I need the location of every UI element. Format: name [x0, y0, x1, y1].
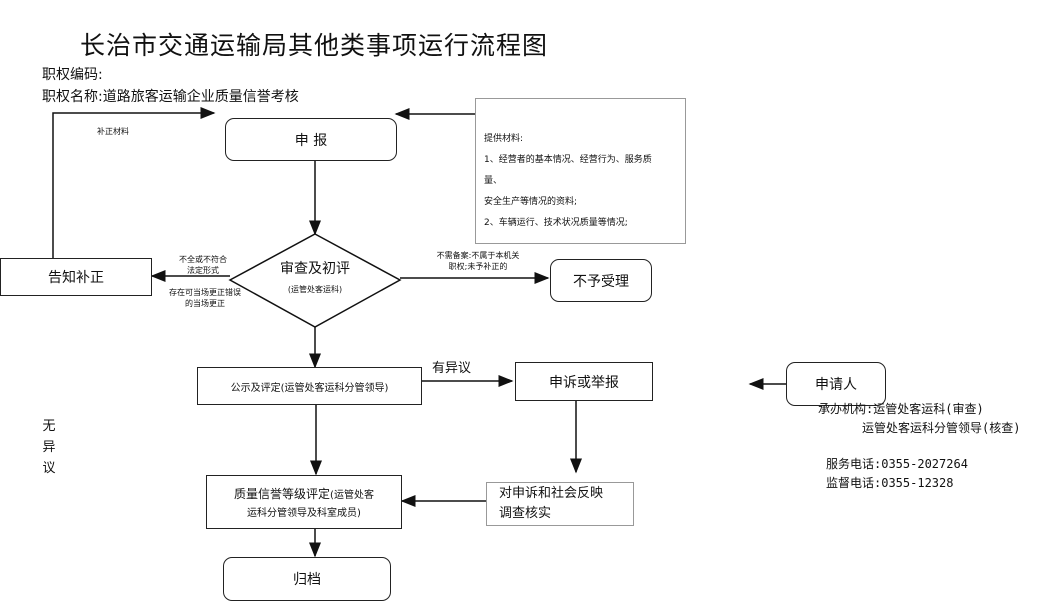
investigate-node: 对申诉和社会反映 调查核实 [486, 482, 634, 526]
archive-node: 归档 [223, 557, 391, 601]
onsite-label-2: 的当场更正 [185, 299, 225, 308]
incomplete-label-2: 法定形式 [187, 266, 219, 275]
incomplete-label: 不全或不符合 法定形式 [158, 254, 248, 276]
grade-sub-1: (运管处客 [330, 490, 374, 501]
agency-label: 承办机构: [818, 402, 874, 416]
no-objection-char: 无 [42, 419, 56, 434]
materials-heading: 提供材料: [484, 134, 524, 144]
complaint-node: 申诉或举报 [515, 362, 653, 401]
investigate-line-2: 调查核实 [499, 506, 552, 521]
applicant-node: 申请人 [786, 362, 886, 406]
reject-node: 不予受理 [550, 259, 652, 302]
materials-line: 1、经营者的基本情况、经营行为、服务质 [484, 155, 652, 165]
authority-name: 职权名称:道路旅客运输企业质量信誉考核 [42, 89, 299, 105]
no-objection-label: 无 异 议 [42, 416, 56, 479]
publicity-node: 公示及评定(运管处客运科分管领导) [197, 367, 422, 405]
agency-line-1: 运管处客运科(审查) [873, 402, 984, 416]
agency-line-2: 运管处客运科分管领导(核查) [862, 421, 1021, 435]
review-sublabel: (运管处客运科) [287, 285, 343, 294]
page-title: 长治市交通运输局其他类事项运行流程图 [80, 31, 549, 60]
materials-line: 量、 [484, 176, 503, 186]
no-record-label-1: 不需备案:不属于本机关 [436, 251, 520, 260]
no-record-label-2: 职权;未予补正的 [448, 262, 508, 271]
no-objection-char: 议 [42, 461, 56, 476]
grade-node: 质量信誉等级评定(运管处客 运科分管领导及科室成员) [206, 475, 402, 529]
materials-line: 安全生产等情况的资料; [484, 197, 578, 207]
grade-sub-2: 运科分管领导及科室成员) [247, 508, 361, 519]
notify-node: 告知补正 [0, 258, 152, 296]
no-objection-char: 异 [42, 440, 56, 455]
grade-label: 质量信誉等级评定 [234, 487, 331, 501]
supervise-phone: 监督电话:0355-12328 [826, 476, 954, 490]
materials-line: 2、车辆运行、技术状况质量等情况; [484, 218, 628, 228]
onsite-label-1: 存在可当场更正错误 [169, 288, 241, 297]
agency-info: 承办机构:运管处客运科(审查) [818, 400, 984, 417]
investigate-line-1: 对申诉和社会反映 [499, 486, 604, 501]
no-record-label: 不需备案:不属于本机关 职权;未予补正的 [418, 250, 538, 272]
review-label: 审查及初评 [280, 261, 350, 277]
has-objection-label: 有异议 [432, 361, 472, 376]
review-node: 审查及初评 (运管处客运科) [260, 258, 370, 295]
materials-box: 提供材料: 1、经营者的基本情况、经营行为、服务质 量、 安全生产等情况的资料;… [475, 98, 686, 244]
service-phone: 服务电话:0355-2027264 [826, 457, 968, 471]
incomplete-label-1: 不全或不符合 [179, 255, 227, 264]
authority-code: 职权编码: [42, 67, 103, 83]
supplement-materials-label: 补正材料 [97, 127, 129, 136]
declare-node: 申 报 [225, 118, 397, 161]
onsite-correction-label: 存在可当场更正错误 的当场更正 [150, 287, 260, 309]
